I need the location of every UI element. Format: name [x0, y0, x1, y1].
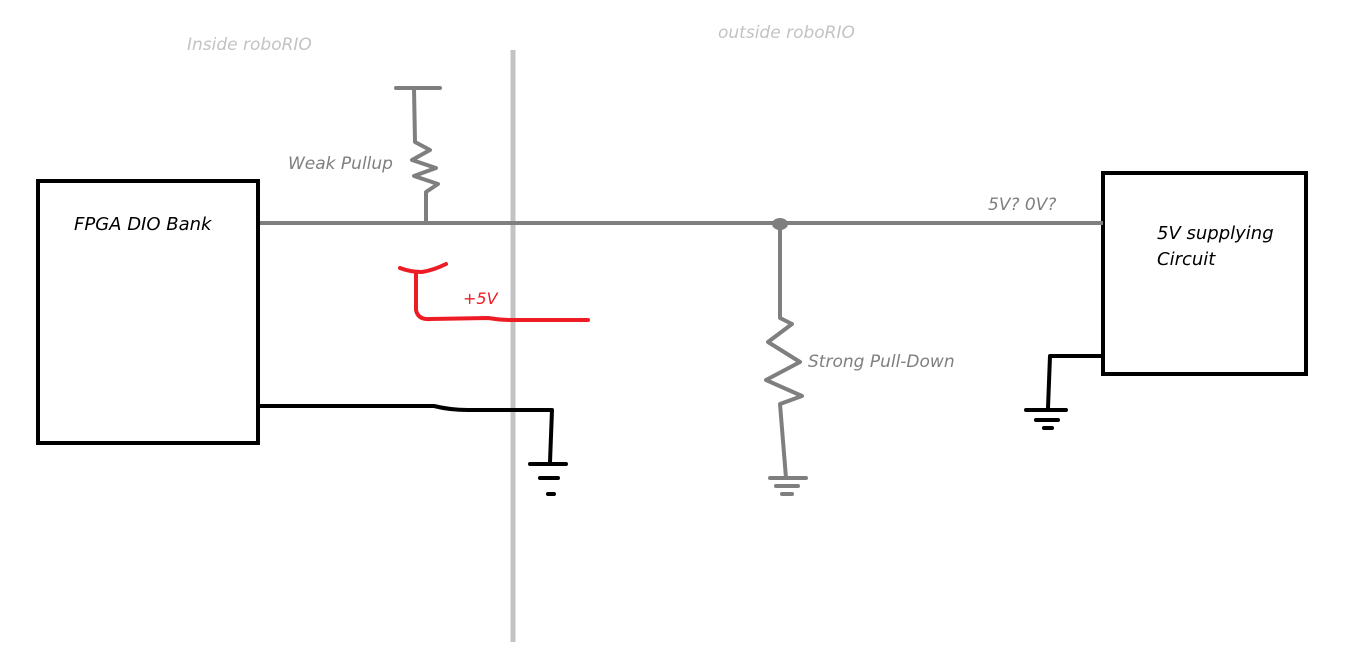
outside-roborio-label: outside roboRIO [718, 23, 855, 43]
strong-pulldown-resistor [764, 226, 808, 496]
circuit-ground-symbol [1024, 354, 1105, 430]
plus5v-label: +5V [463, 289, 499, 308]
plus5v-rail [398, 262, 590, 322]
junction-dot [772, 218, 788, 230]
inside-roborio-label: Inside roboRIO [187, 35, 312, 55]
weak-pullup-label: Weak Pullup [288, 154, 393, 174]
fpga-dio-bank-box [36, 179, 260, 445]
supplying-circuit-label-line1: 5V supplying [1157, 223, 1274, 244]
strong-pulldown-label: Strong Pull-Down [808, 352, 955, 372]
signal-state-label: 5V? 0V? [988, 195, 1056, 215]
fpga-dio-bank-label: FPGA DIO Bank [74, 214, 213, 235]
supplying-circuit-box [1101, 171, 1308, 376]
weak-pullup-resistor [394, 86, 442, 224]
supplying-circuit-label-line2: Circuit [1157, 249, 1216, 270]
fpga-ground-symbol [258, 404, 568, 496]
